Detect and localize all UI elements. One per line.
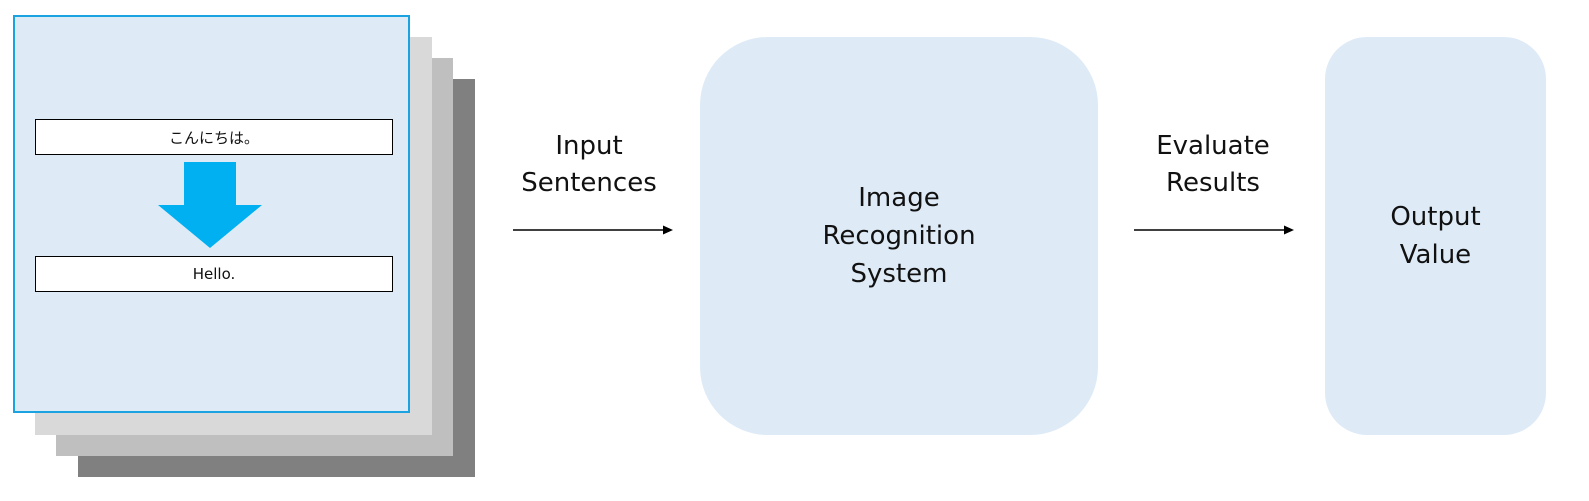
- input-sentences-label: Input Sentences: [521, 131, 657, 198]
- input-sentence-card: こんにちは。 Hello.: [13, 15, 410, 413]
- right-arrow-icon: [513, 225, 673, 235]
- system-label: Image Recognition System: [822, 183, 976, 289]
- source-sentence-text: こんにちは。: [168, 128, 259, 147]
- output-value-block: Output Value: [1325, 37, 1546, 435]
- target-sentence-box: Hello.: [35, 256, 393, 292]
- source-sentence-box: こんにちは。: [35, 119, 393, 155]
- down-arrow-icon: [158, 162, 262, 248]
- target-sentence-text: Hello.: [192, 265, 236, 283]
- evaluate-results-label: Evaluate Results: [1156, 131, 1270, 198]
- output-label: Output Value: [1390, 202, 1481, 270]
- image-recognition-system-block: Image Recognition System: [700, 37, 1098, 435]
- right-arrow-icon: [1134, 225, 1294, 235]
